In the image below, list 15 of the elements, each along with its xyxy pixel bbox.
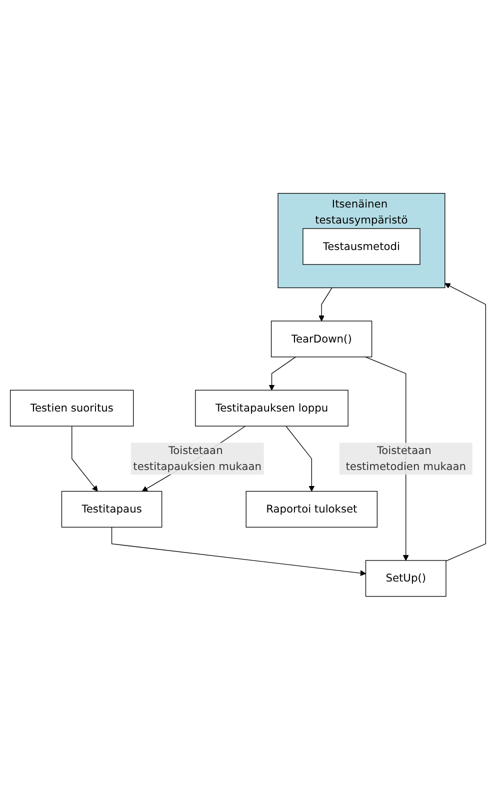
- node-box: SetUp(): [365, 560, 446, 597]
- edge-label: Toistetaan testimetodien mukaan: [346, 444, 466, 473]
- arrow: [444, 283, 486, 562]
- node-box: Testitapauksen loppu: [195, 390, 348, 427]
- arrow: [72, 426, 98, 492]
- node-box: Testausmetodi: [302, 228, 420, 265]
- node-box: TearDown(): [270, 320, 372, 358]
- node-box: Testitapaus: [61, 491, 162, 528]
- arrow: [318, 288, 332, 322]
- node-box: Raportoi tulokset: [246, 491, 378, 528]
- arrow: [111, 527, 366, 576]
- arrow: [268, 356, 296, 391]
- arrow: [286, 426, 315, 492]
- edge-label: Toistetaan testitapauksien mukaan: [133, 444, 262, 473]
- node-box: Testien suoritus: [10, 390, 134, 427]
